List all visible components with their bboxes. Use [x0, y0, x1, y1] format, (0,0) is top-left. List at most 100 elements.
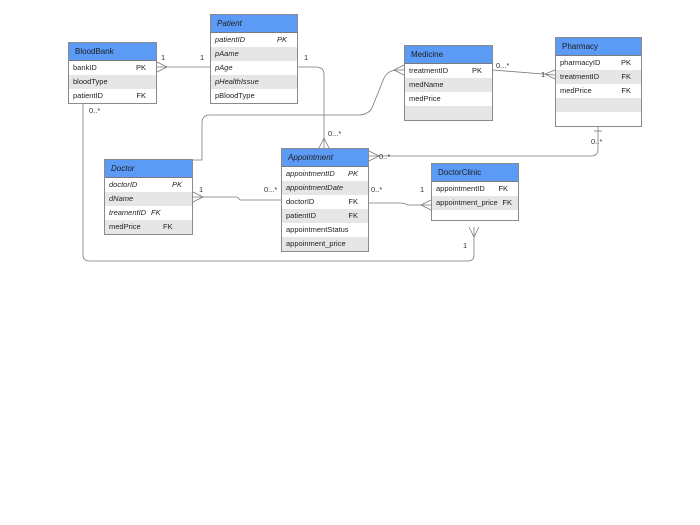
entity-title: Patient	[211, 15, 297, 33]
attribute-name: medPrice	[109, 222, 141, 231]
entity-title: Doctor	[105, 160, 192, 178]
attribute-key: FK	[348, 211, 358, 220]
attribute-row[interactable]: appointmentDate	[282, 181, 368, 195]
attribute-key: FK	[498, 184, 508, 193]
attribute-key: FK	[151, 208, 161, 217]
attribute-name: pharmacyID	[560, 58, 601, 67]
entity-title: DoctorClinic	[432, 164, 518, 182]
attribute-key: FK	[163, 222, 173, 231]
cardinality-label: 0..*	[591, 137, 603, 146]
attribute-name: treamentID	[109, 208, 147, 217]
attribute-row[interactable]: treamentID FK	[105, 206, 192, 220]
attribute-row[interactable]: bloodType	[69, 75, 156, 89]
attribute-name: appointmentID	[286, 169, 335, 178]
attribute-key: PK	[171, 180, 182, 189]
entity-doctor[interactable]: Doctor doctorID PK dName treamentID FK med…	[104, 159, 193, 235]
rel-patient-appointment	[298, 66, 325, 148]
attribute-row[interactable]: pAge	[211, 61, 297, 75]
attribute-row[interactable]: appointmentStatus	[282, 223, 368, 237]
attribute-key: PK	[276, 35, 287, 44]
attribute-row[interactable]: appoinment_price	[282, 237, 368, 251]
crowfoot-appointment-pharmacy	[368, 150, 380, 162]
attribute-row[interactable]: appointmentID PK	[282, 167, 368, 181]
attribute-name: medPrice	[560, 86, 592, 95]
attribute-name: medPrice	[409, 94, 441, 103]
attribute-name: appointmentDate	[286, 183, 344, 192]
entity-bloodbank[interactable]: BloodBank bankID PK bloodType patientID FK	[68, 42, 157, 104]
empty-row	[405, 106, 492, 120]
attribute-name: appoinment_price	[286, 239, 346, 248]
attribute-row[interactable]: medName	[405, 78, 492, 92]
attribute-row[interactable]: medPrice FK	[105, 220, 192, 234]
rel-doctor-appointment	[193, 196, 281, 201]
attribute-name: treatmentID	[560, 72, 600, 81]
empty-row	[556, 112, 641, 126]
attribute-name: pAge	[215, 63, 233, 72]
attribute-key: PK	[347, 169, 358, 178]
empty-row	[432, 210, 518, 220]
entity-doctorclinic[interactable]: DoctorClinic appointmentID FK appointment…	[431, 163, 519, 221]
attribute-name: patientID	[286, 211, 317, 220]
attribute-row[interactable]: pBloodType	[211, 89, 297, 103]
empty-row	[556, 98, 641, 112]
attribute-row[interactable]: pAame	[211, 47, 297, 61]
cardinality-label: 0...*	[264, 185, 278, 194]
attribute-row[interactable]: patientID FK	[282, 209, 368, 223]
attribute-row[interactable]: pharmacyID PK	[556, 56, 641, 70]
attribute-row[interactable]: medPrice FK	[556, 84, 641, 98]
attribute-name: appointment_price	[436, 198, 498, 207]
attribute-name: dName	[109, 194, 134, 203]
cardinality-label: 1	[541, 70, 546, 79]
entity-title: Medicine	[405, 46, 492, 64]
attribute-row[interactable]: bankID PK	[69, 61, 156, 75]
cardinality-label: 0..*	[89, 106, 101, 115]
attribute-row[interactable]: patientID FK	[69, 89, 156, 103]
attribute-name: bloodType	[73, 77, 108, 86]
attribute-row[interactable]: appointment_price FK	[432, 196, 518, 210]
crowfoot-bloodbank-clinic	[468, 226, 480, 238]
attribute-row[interactable]: pHealthIssue	[211, 75, 297, 89]
entity-pharmacy[interactable]: Pharmacy pharmacyID PK treatmentID FK medP…	[555, 37, 642, 127]
cardinality-label: 0...*	[328, 129, 342, 138]
attribute-key: FK	[136, 91, 146, 100]
attribute-name: appointmentID	[436, 184, 485, 193]
attribute-name: pBloodType	[215, 91, 255, 100]
attribute-row[interactable]: dName	[105, 192, 192, 206]
attribute-row[interactable]: medPrice	[405, 92, 492, 106]
attribute-row[interactable]: treatmentID FK	[556, 70, 641, 84]
attribute-key: PK	[620, 58, 631, 67]
cardinality-label: 1	[161, 53, 166, 62]
crowfoot-medicine-doctor	[393, 64, 405, 76]
crowfoot-patient-appointment	[318, 137, 330, 149]
attribute-name: doctorID	[109, 180, 138, 189]
cardinality-label: 0..*	[379, 152, 391, 161]
attribute-key: FK	[502, 198, 512, 207]
entity-title: Pharmacy	[556, 38, 641, 56]
entity-title: BloodBank	[69, 43, 156, 61]
attribute-key: PK	[135, 63, 146, 72]
cardinality-label: 1	[199, 185, 204, 194]
attribute-name: pHealthIssue	[215, 77, 259, 86]
cardinality-label: 1	[463, 241, 468, 250]
attribute-name: patientID	[73, 91, 104, 100]
attribute-row[interactable]: appointmentID FK	[432, 182, 518, 196]
attribute-name: bankID	[73, 63, 97, 72]
rel-medicine-doctor	[193, 69, 404, 161]
attribute-row[interactable]: doctorID PK	[105, 178, 192, 192]
cardinality-label: 1	[304, 53, 309, 62]
attribute-name: medName	[409, 80, 444, 89]
attribute-name: pAame	[215, 49, 239, 58]
attribute-key: PK	[471, 66, 482, 75]
crowfoot-appointment-clinic	[420, 199, 432, 211]
attribute-key: FK	[621, 86, 631, 95]
attribute-key: FK	[621, 72, 631, 81]
crowfoot-medicine-pharmacy	[544, 69, 556, 80]
cardinality-label: 1	[200, 53, 205, 62]
